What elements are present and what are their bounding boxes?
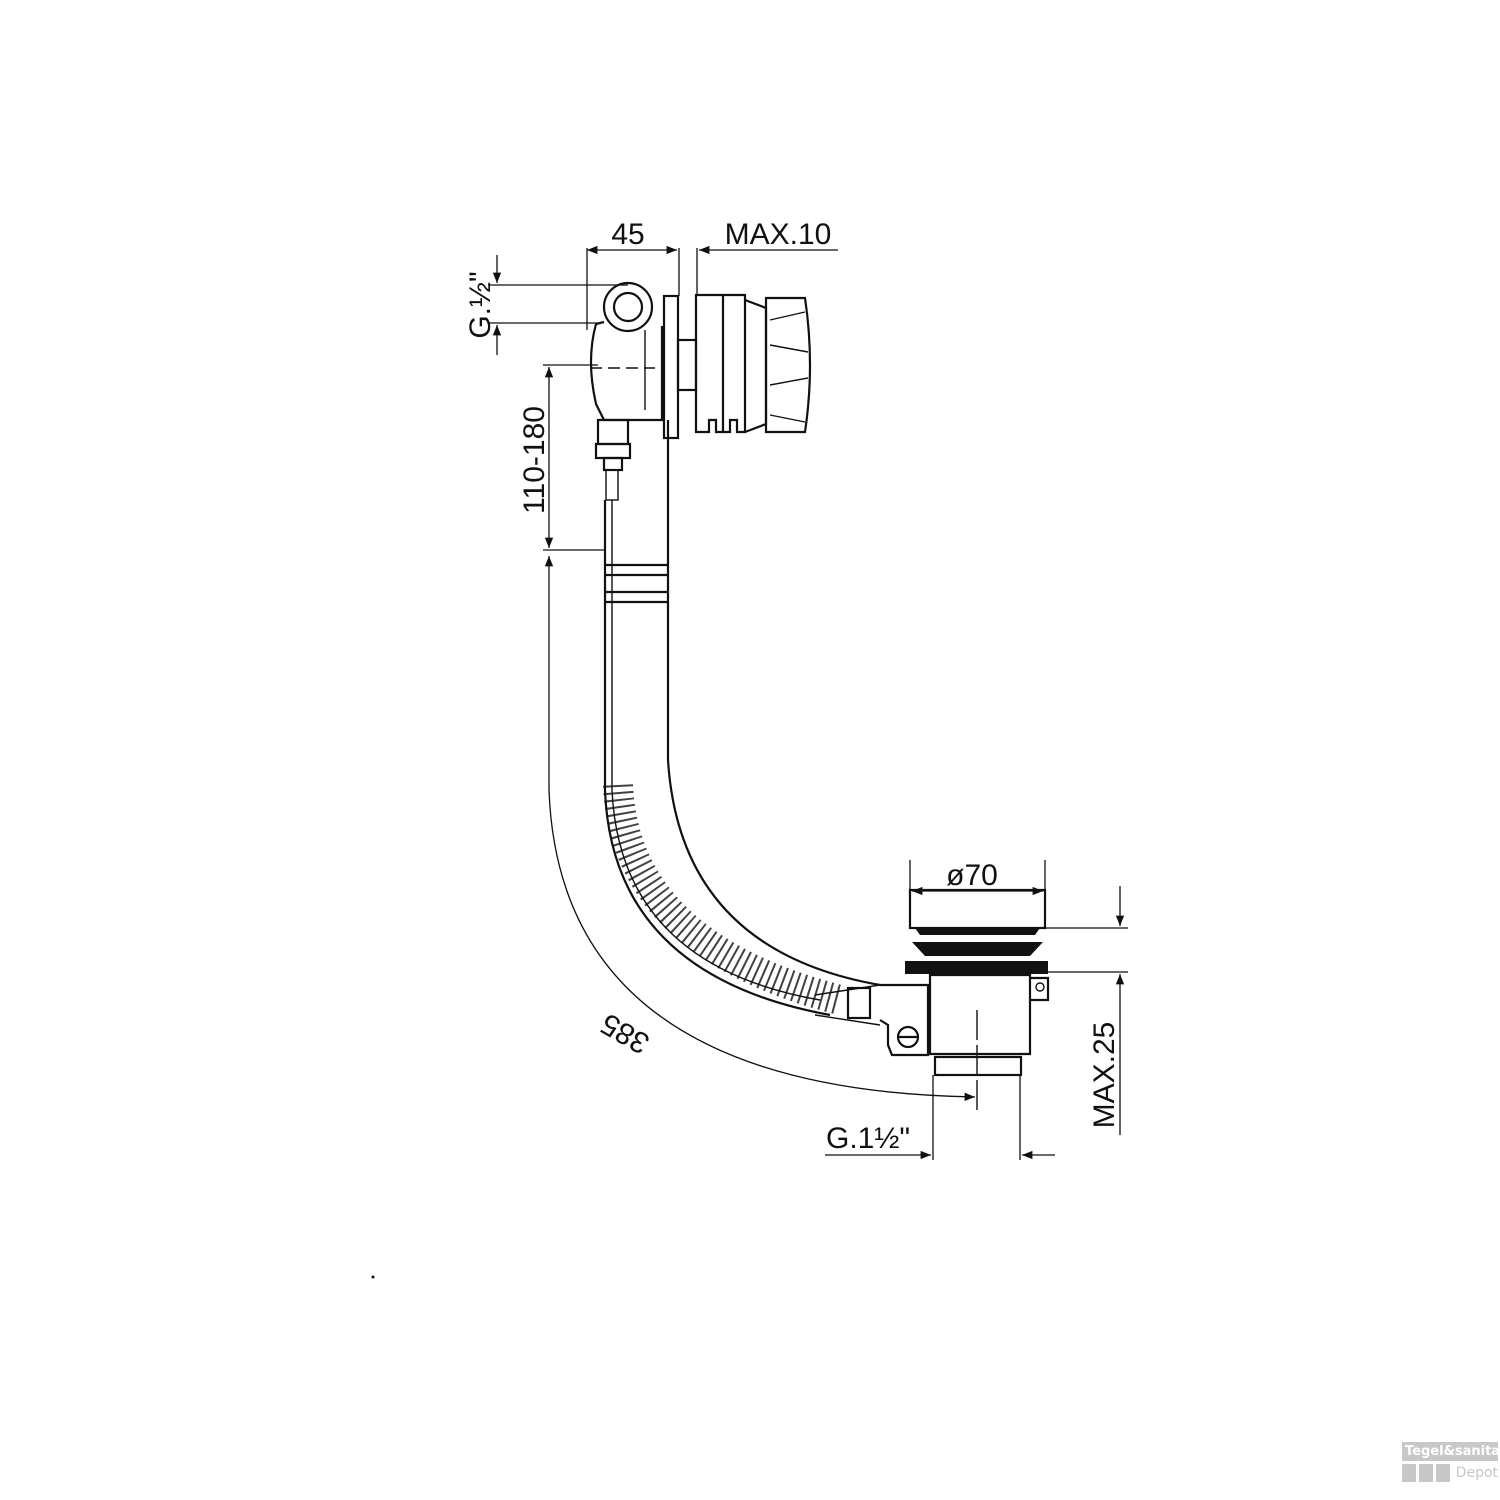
stray-dot <box>371 1275 375 1279</box>
watermark-brand: Tegel&sanitair <box>1402 1442 1500 1461</box>
watermark-tile-icon <box>1418 1464 1433 1482</box>
dim-label-385: 385 <box>595 1006 655 1060</box>
dim-label-outlet-thread: G.1½" <box>826 1122 910 1155</box>
watermark-tile-icon <box>1435 1464 1450 1482</box>
dim-label-max25: MAX.25 <box>1088 1022 1121 1129</box>
dimension-lines <box>488 245 1128 1160</box>
dim-label-max10: MAX.10 <box>725 218 832 251</box>
watermark-drop-icon <box>1402 1464 1416 1482</box>
overflow-assembly <box>589 281 812 501</box>
flexible-hose <box>603 420 881 1026</box>
watermark-logo: Tegel&sanitair Depot <box>1402 1442 1500 1498</box>
watermark-sub: Depot <box>1455 1465 1499 1481</box>
dim-label-inlet-thread: G.½" <box>464 271 497 338</box>
drain-assembly <box>879 888 1050 1110</box>
dim-label-diameter-70: ø70 <box>946 859 998 892</box>
dim-label-110-180: 110-180 <box>518 406 551 514</box>
dim-label-45: 45 <box>611 218 644 251</box>
